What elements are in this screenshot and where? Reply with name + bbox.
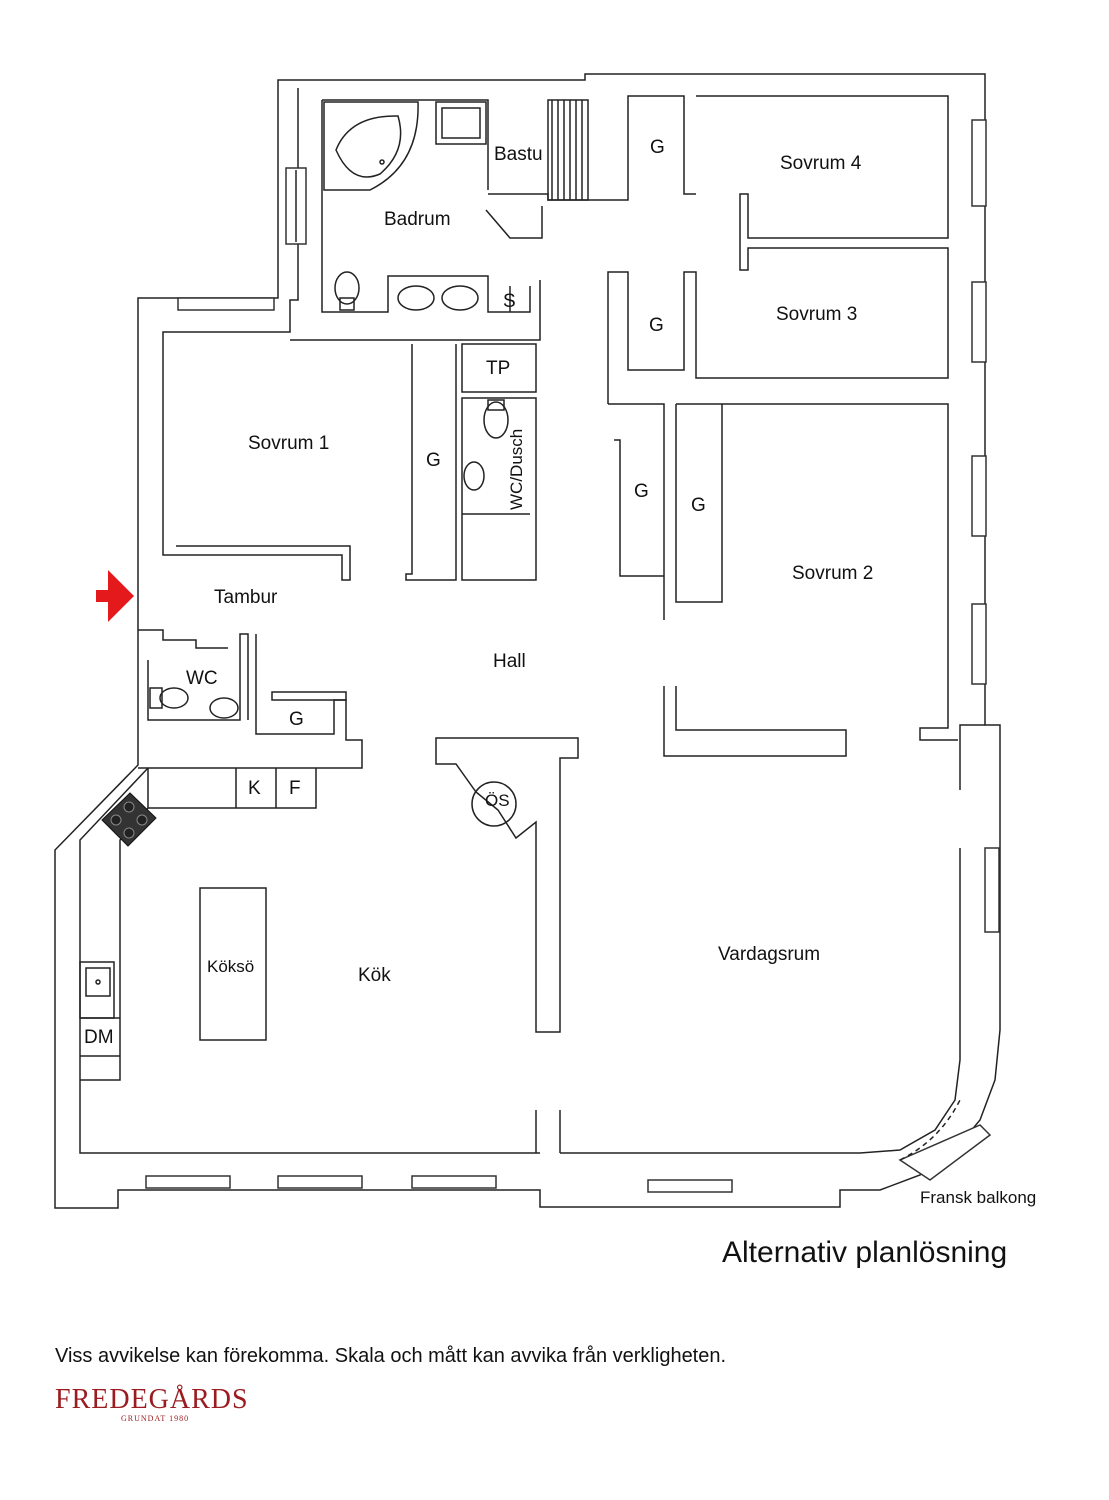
bedroom1-walls <box>138 540 363 769</box>
windows <box>145 119 1000 1193</box>
bedroom-walls <box>607 95 958 741</box>
room-label-sovrum1: Sovrum 1 <box>248 433 329 454</box>
sink-icon <box>397 285 479 311</box>
fixture-label-k: K <box>248 778 261 799</box>
room-label-tambur: Tambur <box>214 587 278 608</box>
disclaimer-text: Viss avvikelse kan förekomma. Skala och … <box>55 1345 727 1367</box>
bathtub-icon <box>323 101 419 191</box>
toilet-icon <box>334 271 360 311</box>
room-label-vardagsrum: Vardagsrum <box>718 944 820 965</box>
room-label-bastu: Bastu <box>494 144 543 165</box>
room-label-wc: WC <box>186 668 218 689</box>
brand-logo: FREDEGÅRDS GRUNDAT 1980 <box>55 1386 249 1424</box>
wardrobe-label: G <box>634 481 649 502</box>
brand-name: FREDEGÅRDS <box>55 1384 249 1415</box>
fixture-label-os: ÖS <box>485 791 510 810</box>
label-fransk-balkong: Fransk balkong <box>920 1188 1036 1207</box>
wardrobe-label: G <box>289 709 304 730</box>
room-label-sovrum3: Sovrum 3 <box>776 304 857 325</box>
central-walls <box>405 343 537 581</box>
stove-icon <box>101 792 157 847</box>
wardrobe-label: G <box>649 315 664 336</box>
room-label-wc-dusch: WC/Dusch <box>507 429 526 510</box>
wardrobe-label: G <box>691 495 706 516</box>
room-label-kokso: Köksö <box>207 957 254 976</box>
floor-plan: Bastu Badrum Sovrum 4 Sovrum 3 Sovrum 1 … <box>54 73 1036 1209</box>
plan-title: Alternativ planlösning <box>722 1236 1008 1269</box>
brand-tagline: GRUNDAT 1980 <box>121 1414 190 1423</box>
fixture-label-dm: DM <box>84 1027 114 1048</box>
room-label-kok: Kök <box>358 965 391 986</box>
wardrobe-label: G <box>426 450 441 471</box>
room-label-sovrum2: Sovrum 2 <box>792 563 873 584</box>
wardrobe-label: G <box>650 137 665 158</box>
room-label-sovrum4: Sovrum 4 <box>780 153 862 174</box>
fixture-label-f: F <box>289 778 301 799</box>
entrance-arrow-icon <box>96 570 134 622</box>
bathroom-block <box>290 95 696 341</box>
fixture-label-s: S <box>503 291 516 312</box>
living-walls <box>435 686 847 1153</box>
fixture-label-tp: TP <box>486 358 510 379</box>
room-label-hall: Hall <box>493 651 526 672</box>
shower-icon <box>435 101 487 145</box>
room-label-badrum: Badrum <box>384 209 451 230</box>
